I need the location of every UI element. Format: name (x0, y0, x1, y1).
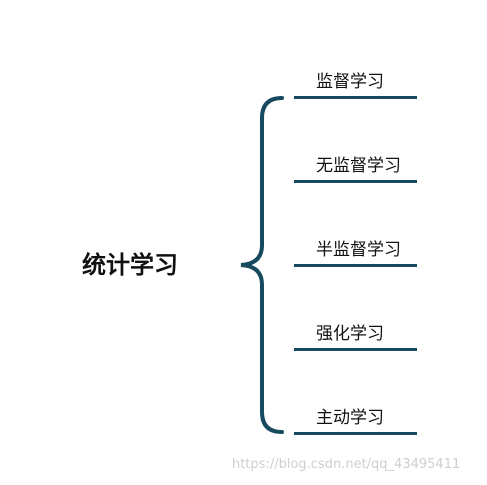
branch-label: 半监督学习 (316, 240, 401, 260)
branch-underline (294, 348, 417, 351)
branch-semi-supervised: 半监督学习 (294, 195, 418, 267)
root-node-label: 统计学习 (82, 251, 178, 279)
branch-underline (294, 264, 417, 267)
branch-underline (294, 96, 417, 99)
branch-active: 主动学习 (294, 363, 418, 435)
watermark-text: https://blog.csdn.net/qq_43495411 (232, 457, 461, 472)
branch-supervised: 监督学习 (294, 27, 418, 99)
branch-label: 强化学习 (316, 324, 384, 344)
brace-path (240, 96, 284, 434)
branch-underline (294, 180, 417, 183)
branch-unsupervised: 无监督学习 (294, 111, 418, 183)
branch-label: 监督学习 (316, 72, 384, 92)
branch-label: 主动学习 (316, 408, 384, 428)
branch-underline (294, 432, 417, 435)
branch-reinforcement: 强化学习 (294, 279, 418, 351)
branch-label: 无监督学习 (316, 156, 401, 176)
